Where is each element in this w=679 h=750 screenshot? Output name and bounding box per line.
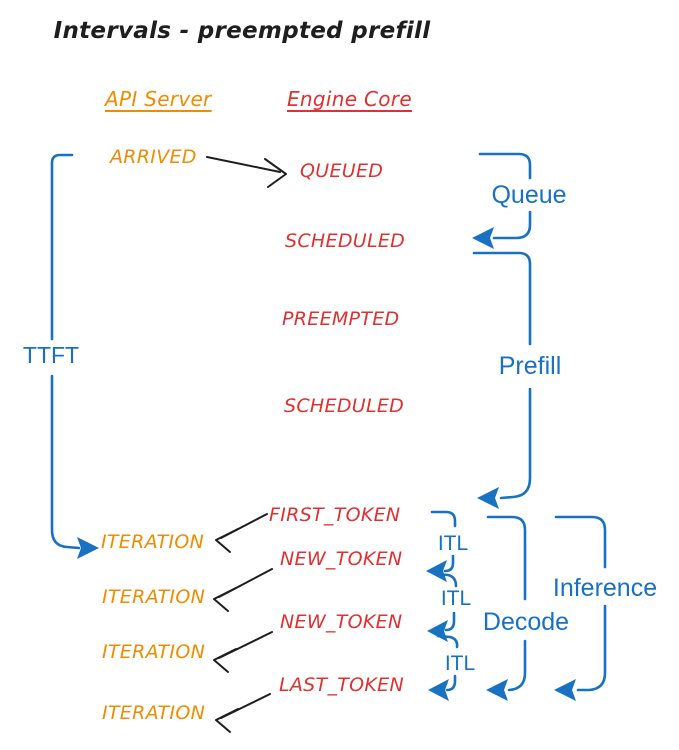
interval-itl-label-1: ITL [437, 532, 469, 555]
ttft-bracket [50, 153, 99, 559]
event-new-token-2: NEW_TOKEN [280, 611, 403, 633]
decode-bracket-top-line [486, 515, 527, 601]
arrived-to-queued-arrow [206, 156, 287, 188]
ttft-bracket-top-line [50, 153, 74, 341]
event-iteration-2: ITERATION [102, 586, 206, 608]
arrowhead-icon [215, 708, 239, 733]
event-last-token: LAST_TOKEN [279, 674, 404, 696]
event-iteration-3: ITERATION [102, 641, 206, 663]
interval-queue-label: Queue [491, 181, 567, 209]
arrow-shaft [206, 156, 281, 173]
event-arrived: ARRIVED [110, 146, 197, 168]
page-title: Intervals - preempted prefill [53, 18, 431, 44]
prefill-bracket-top-line [472, 251, 532, 346]
decode-arrowhead-icon [486, 679, 508, 701]
itl1-top-hook [430, 510, 457, 528]
itl2-top-hook [434, 572, 458, 588]
new-token1-to-iteration-arrow [213, 568, 273, 612]
prefill-arrowhead-icon [477, 487, 499, 509]
decode-bracket [486, 515, 527, 701]
inference-arrowhead-icon [554, 679, 576, 701]
event-scheduled-1: SCHEDULED [285, 230, 406, 252]
itl2-bottom-hook [444, 611, 456, 632]
itl1-bottom-hook [443, 554, 455, 573]
queue-bracket-bottom-line [492, 210, 532, 240]
engine-core-header: Engine Core [287, 87, 412, 111]
queue-bracket [472, 152, 532, 249]
arrowhead-icon [213, 648, 237, 673]
itl-bracket-3 [428, 634, 459, 701]
event-iteration-4: ITERATION [102, 702, 206, 724]
itl1-arrowhead-icon [426, 560, 447, 582]
itl3-top-hook [436, 634, 459, 649]
last-token-to-iteration-arrow [215, 693, 271, 733]
event-scheduled-2: SCHEDULED [284, 395, 405, 417]
inference-bracket [554, 515, 607, 701]
interval-ttft-label: TTFT [22, 342, 80, 368]
arrowhead-icon [215, 528, 239, 553]
arrowhead-icon [213, 587, 237, 612]
event-first-token: FIRST_TOKEN [269, 504, 401, 526]
itl3-bottom-hook [445, 674, 457, 692]
queue-arrowhead-icon [472, 227, 494, 249]
itl2-arrowhead-icon [427, 620, 448, 642]
inference-bracket-bottom-line [576, 604, 607, 692]
arrowhead-icon [264, 158, 287, 188]
prefill-bracket [472, 251, 532, 509]
itl3-arrowhead-icon [428, 679, 449, 701]
api-server-header: API Server [105, 87, 212, 111]
itl-bracket-1 [426, 510, 457, 582]
event-preempted: PREEMPTED [282, 308, 400, 330]
event-new-token-1: NEW_TOKEN [280, 548, 403, 570]
event-iteration-1: ITERATION [101, 531, 205, 553]
new-token2-to-iteration-arrow [213, 631, 273, 673]
prefill-bracket-bottom-line [499, 387, 532, 500]
decode-bracket-bottom-line [507, 639, 527, 692]
first-token-to-iteration-arrow [215, 513, 268, 553]
queue-bracket-top-line [478, 152, 532, 180]
interval-inference-label: Inference [552, 574, 658, 602]
event-queued: QUEUED [300, 160, 384, 182]
inference-bracket-top-line [554, 515, 607, 569]
interval-prefill-label: Prefill [498, 352, 562, 380]
interval-itl-label-2: ITL [440, 587, 472, 610]
interval-itl-label-3: ITL [444, 652, 476, 675]
ttft-bracket-bottom-line [50, 374, 81, 550]
ttft-arrowhead-icon [77, 537, 99, 559]
interval-decode-label: Decode [482, 608, 570, 636]
